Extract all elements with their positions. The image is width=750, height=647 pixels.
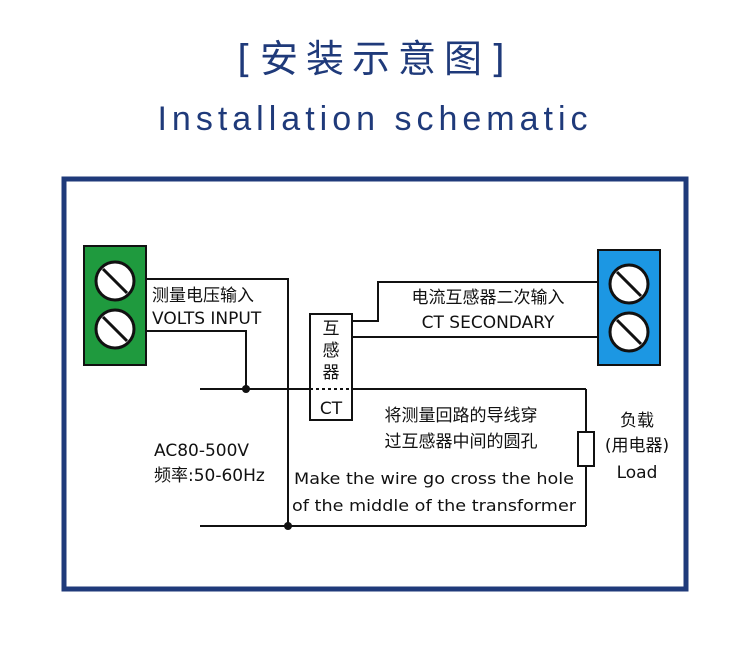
screw-icon	[94, 308, 136, 350]
supply-voltage: AC80-500V	[154, 441, 249, 461]
wire-note-en-2: of the middle of the transformer	[292, 496, 576, 515]
load-label-en: Load	[617, 463, 658, 483]
voltage-input-label-cn: 测量电压输入	[152, 286, 254, 306]
load-label-cn: 负载	[620, 411, 654, 431]
ct-label-cn-2: 感	[323, 341, 340, 361]
wire-note-cn-2: 过互感器中间的圆孔	[385, 432, 538, 452]
junction-dot	[242, 385, 250, 393]
load-label-cn-paren: (用电器)	[605, 436, 669, 456]
title-chinese: [安装示意图]	[237, 37, 513, 81]
ct-secondary-label-cn: 电流互感器二次输入	[412, 288, 565, 308]
ct-label-en: CT	[320, 399, 343, 419]
ct-secondary-label-en: CT SECONDARY	[422, 313, 555, 333]
ct-label-cn-1: 互	[323, 319, 340, 339]
ct-terminal-block	[597, 249, 661, 366]
voltage-input-label-en: VOLTS INPUT	[152, 309, 262, 329]
diagram-frame	[61, 176, 689, 592]
load-resistor	[577, 431, 595, 467]
junction-dot	[284, 522, 292, 530]
voltage-terminal-block	[83, 245, 147, 366]
screw-icon	[94, 260, 136, 302]
current-transformer: 互 感 器 CT	[309, 313, 353, 421]
screw-icon	[608, 263, 650, 305]
ct-label-cn-3: 器	[323, 363, 340, 383]
wire-note-en-1: Make the wire go cross the hole	[294, 469, 574, 488]
wiring	[146, 278, 598, 527]
wire-note-cn-1: 将测量回路的导线穿	[385, 406, 538, 426]
screw-icon	[608, 311, 650, 353]
title-english: Installation schematic	[157, 100, 593, 138]
supply-frequency: 频率:50-60Hz	[154, 466, 265, 486]
